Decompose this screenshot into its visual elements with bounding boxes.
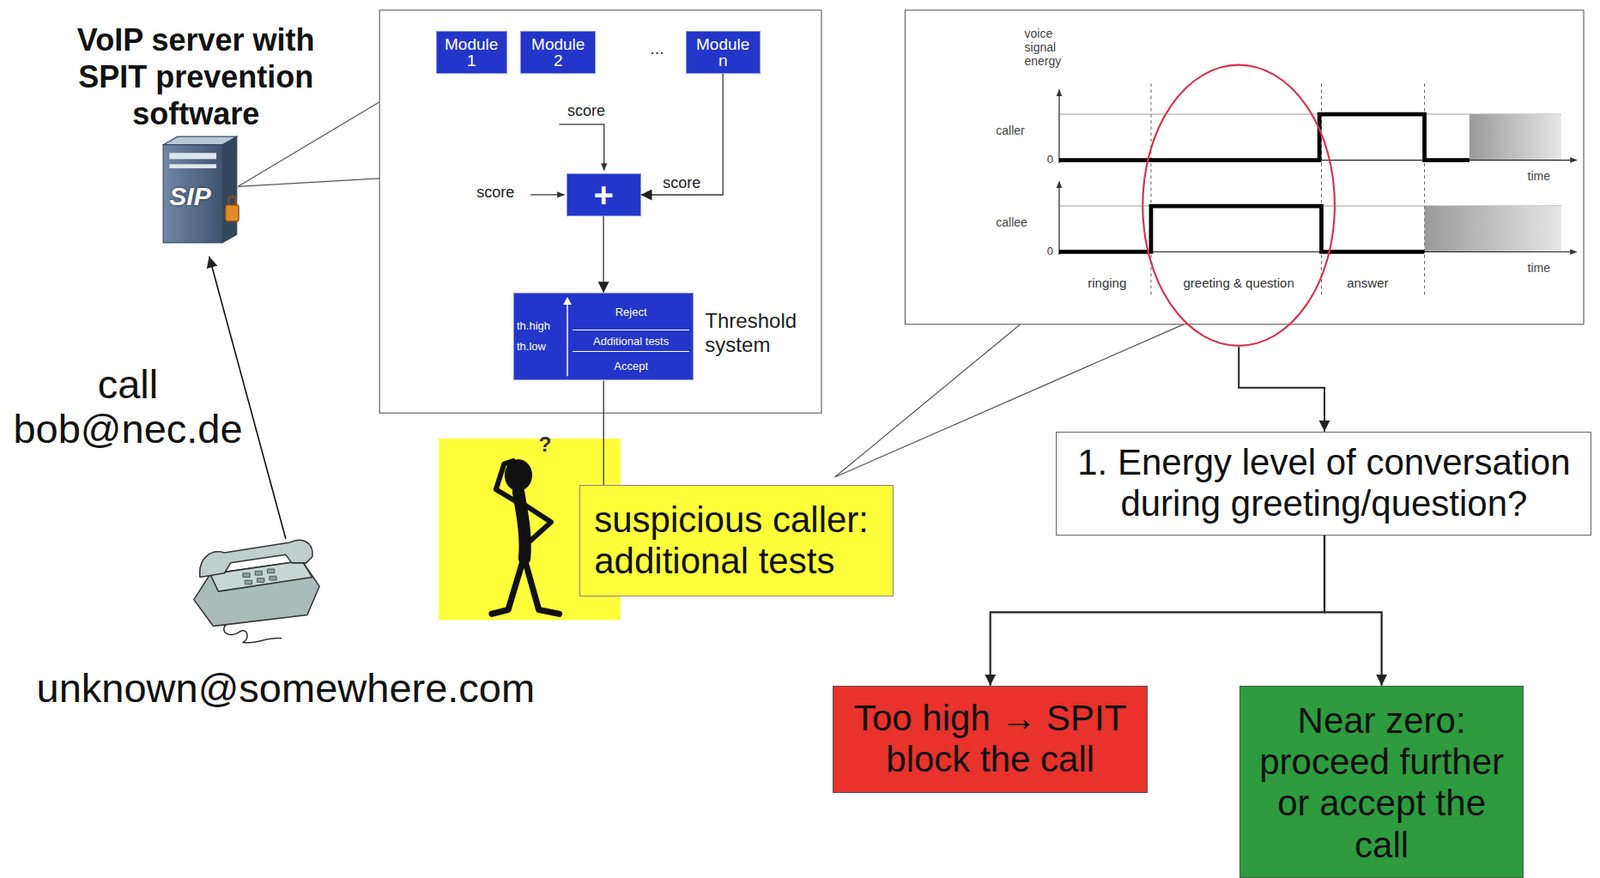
threshold-option: Reject <box>615 305 648 319</box>
highlight-ellipse: greeting & question <box>1140 63 1337 347</box>
question-box-text: 1. Energy level of conversation during g… <box>1063 442 1584 526</box>
connector <box>1324 535 1382 686</box>
sum-box-text: + <box>593 177 613 213</box>
server-icon <box>228 196 236 206</box>
note-label: 0 <box>1047 152 1054 166</box>
note-label: caller <box>995 123 1025 138</box>
note-label: callee <box>995 215 1028 230</box>
puzzled-figure <box>491 460 559 614</box>
phase-label: greeting & question <box>1140 275 1337 291</box>
phone-node: unknown@somewhere.com <box>20 539 552 711</box>
note-box: suspicious caller: additional tests <box>579 484 894 598</box>
note-label: time <box>1527 169 1551 183</box>
energy-chart <box>1469 114 1562 160</box>
edge-label: score <box>662 174 701 193</box>
edge-label: call bob@nec.de <box>3 362 253 451</box>
phone-icon <box>269 575 277 581</box>
threshold-level: th.low <box>516 339 546 353</box>
block-box: Too high → SPIT block the call <box>832 685 1148 794</box>
phone-icon <box>257 578 265 583</box>
module-box-text: Module 2 <box>529 36 587 69</box>
module-box: Module 2 <box>520 30 596 74</box>
server-icon <box>163 136 239 243</box>
callout-frame <box>904 10 1584 325</box>
connector <box>603 380 605 485</box>
module-box-text: Module 1 <box>442 36 500 69</box>
threshold-option: Accept <box>613 359 649 373</box>
server-icon <box>163 145 223 243</box>
note-label: answer <box>1346 275 1388 291</box>
callout-frame <box>379 10 822 413</box>
phone-icon <box>193 539 320 643</box>
puzzled-figure <box>524 504 552 541</box>
sum-box: + <box>566 173 642 217</box>
note-label: score <box>567 102 606 121</box>
phone-icon <box>224 624 282 643</box>
phone-icon <box>254 570 262 576</box>
threshold-arrow <box>566 302 569 376</box>
note-label: ... <box>649 38 665 59</box>
energy-chart <box>1058 181 1060 255</box>
note-label: 0 <box>1047 244 1054 258</box>
server-node: VoIP server with SPIT prevention softwar… <box>12 16 380 254</box>
threshold-row: Accept <box>572 351 690 380</box>
connector <box>209 256 286 540</box>
caller-address: unknown@somewhere.com <box>36 666 536 711</box>
connector <box>990 535 1325 686</box>
highlight-ring <box>1140 63 1337 347</box>
puzzled-figure <box>518 491 526 559</box>
threshold-row: Additional tests <box>572 329 690 352</box>
accept-box: Near zero: proceed further or accept the… <box>1239 685 1523 878</box>
puzzled-figure <box>491 558 559 614</box>
note-label: SIP <box>169 181 211 212</box>
server-icon <box>222 136 237 243</box>
server-heading: VoIP server with SPIT prevention softwar… <box>39 21 353 134</box>
note-label: ringing <box>1087 275 1127 291</box>
note-box-text: suspicious caller: additional tests <box>593 499 879 583</box>
question-box: 1. Energy level of conversation during g… <box>1055 431 1592 536</box>
puzzled-figure <box>496 460 517 503</box>
energy-chart <box>1424 206 1562 252</box>
phone-icon <box>266 569 274 574</box>
phone-icon <box>244 580 252 585</box>
threshold-arrow <box>563 296 572 305</box>
energy-chart <box>1059 114 1470 160</box>
connector <box>1238 346 1325 432</box>
accept-box-text: Near zero: proceed further or accept the… <box>1247 700 1516 867</box>
note-label: score <box>476 183 515 202</box>
threshold-caption: Threshold system <box>704 309 804 357</box>
connector <box>641 73 724 195</box>
module-box-text: Module n <box>694 36 752 69</box>
server-icon <box>169 152 217 159</box>
connector <box>602 216 604 293</box>
server-icon <box>225 205 239 222</box>
energy-chart <box>1059 206 1425 252</box>
module-box: Module 1 <box>436 30 508 74</box>
threshold-row: Reject <box>572 293 690 330</box>
threshold-box: Threshold systemth.highth.lowRejectAddit… <box>513 292 694 381</box>
threshold-option: Additional tests <box>593 334 669 348</box>
block-box-text: Too high → SPIT block the call <box>842 697 1139 782</box>
energy-chart <box>1059 83 1577 298</box>
threshold-level: th.high <box>516 319 551 333</box>
score-wire <box>530 193 564 195</box>
highlight-ring <box>1142 64 1335 346</box>
phone-icon <box>200 539 313 577</box>
server-icon <box>169 163 217 169</box>
module-box: Module n <box>685 30 761 74</box>
note-label: ? <box>539 432 552 457</box>
note-label: time <box>1527 260 1551 275</box>
phone-icon <box>242 573 250 578</box>
score-wire <box>558 124 604 170</box>
note-label: voice signal energy <box>1024 26 1073 68</box>
energy-chart <box>1058 90 1060 164</box>
